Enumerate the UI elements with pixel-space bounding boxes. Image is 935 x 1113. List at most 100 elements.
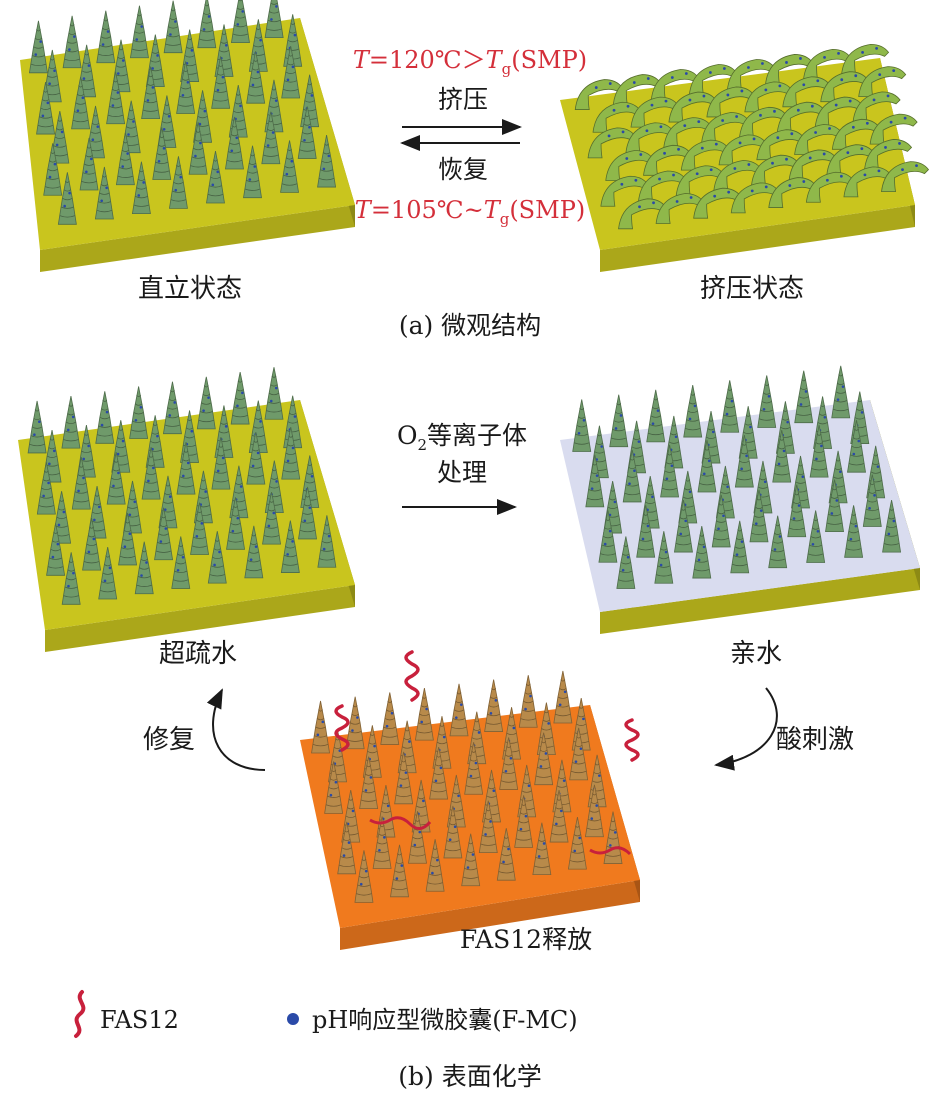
pillar (27, 400, 47, 454)
pillar (425, 839, 445, 892)
fas12-molecule (589, 846, 632, 856)
pillar (118, 512, 138, 566)
slab-front-side (600, 205, 915, 272)
fas12-molecule (404, 650, 420, 702)
pillar (264, 0, 284, 39)
pillar (757, 375, 777, 428)
condition-top: T=120℃＞Tg(SMP) (353, 46, 587, 78)
pillar (534, 732, 554, 786)
pillar (734, 434, 754, 488)
pillar (246, 51, 266, 104)
pillar (176, 61, 196, 114)
pillar (36, 462, 56, 515)
pillar (261, 111, 281, 165)
pillar (134, 541, 154, 595)
pillar (616, 536, 636, 589)
pillar (61, 552, 81, 605)
pillar (794, 370, 814, 424)
pillar (772, 430, 792, 483)
pillar (163, 0, 183, 54)
slab-front-side (40, 205, 355, 272)
pillar (141, 447, 161, 500)
pillar (36, 81, 56, 135)
pillar (697, 439, 717, 493)
pillar (206, 150, 225, 204)
pillar (154, 507, 174, 561)
pillar (196, 376, 216, 430)
pillar (244, 525, 264, 579)
hydrophilic-pillar-array (560, 365, 920, 634)
pillar (408, 811, 427, 864)
pillar (730, 520, 750, 574)
pillar (345, 696, 365, 750)
legend-fas12-label: FAS12 (100, 1006, 179, 1034)
pillar (176, 442, 196, 495)
pillar (831, 365, 851, 419)
pillar (106, 452, 126, 505)
slab-front-side (340, 880, 640, 950)
slab-front-side (45, 585, 355, 652)
acid-stimulus-arrow (714, 687, 778, 771)
pillar (283, 395, 303, 449)
pillar (94, 166, 114, 220)
pillar (197, 0, 217, 49)
pillar (283, 14, 303, 67)
fas12-release-pillar-array (300, 650, 640, 950)
pillar (847, 420, 866, 473)
slab-top (560, 400, 920, 612)
slab-top (300, 705, 640, 928)
pillar (862, 474, 882, 527)
pillar (317, 515, 337, 568)
fas12-squiggle-icon (74, 990, 86, 1038)
fas12-release-label: FAS12释放 (460, 925, 592, 954)
pillar (82, 518, 102, 571)
pillar (190, 502, 210, 555)
pillar (654, 531, 674, 584)
pillar (281, 45, 301, 99)
pillar (394, 751, 414, 805)
arrow-forward-label: 挤压 (438, 85, 488, 114)
pillar (106, 71, 126, 125)
pillar (609, 394, 629, 448)
pillar (429, 746, 449, 800)
superhydrophobic-pillar-array (18, 367, 355, 652)
process-label: 处理 (437, 458, 487, 487)
pillar (42, 49, 62, 103)
pillar (683, 384, 703, 438)
pillar (806, 510, 826, 563)
pillar (246, 432, 266, 485)
panel-a-caption: (a) 微观结构 (399, 311, 541, 340)
bent-pillar (858, 66, 907, 98)
pillar (300, 455, 320, 508)
compressed-state-label: 挤压状态 (700, 274, 804, 304)
pillar (359, 756, 379, 810)
pillar (567, 817, 587, 870)
pillar (768, 515, 788, 569)
pillar (226, 497, 246, 550)
pillar (443, 805, 463, 859)
o2-plasma-label: O2等离子体 (397, 421, 527, 454)
pillar (230, 371, 250, 425)
panel-b-caption: (b) 表面化学 (398, 1062, 541, 1091)
pillar (572, 399, 592, 452)
pillar (809, 425, 829, 478)
slab-top (18, 400, 355, 630)
pillar (646, 389, 666, 443)
pillar (129, 5, 149, 59)
pillar (461, 833, 481, 887)
pillar (337, 821, 357, 875)
pillar (281, 427, 301, 480)
upright-pillar-array (20, 0, 355, 272)
pillar (211, 437, 231, 490)
pillar (61, 396, 81, 449)
pillar (673, 499, 693, 553)
pillar (622, 449, 642, 503)
pillar (317, 134, 337, 188)
pillar (414, 688, 434, 741)
fas12-molecule (369, 816, 432, 830)
pillar (129, 386, 149, 439)
pillar (449, 683, 469, 737)
pillar (79, 137, 99, 191)
slab-front-side (600, 568, 920, 634)
pillar (141, 66, 161, 120)
